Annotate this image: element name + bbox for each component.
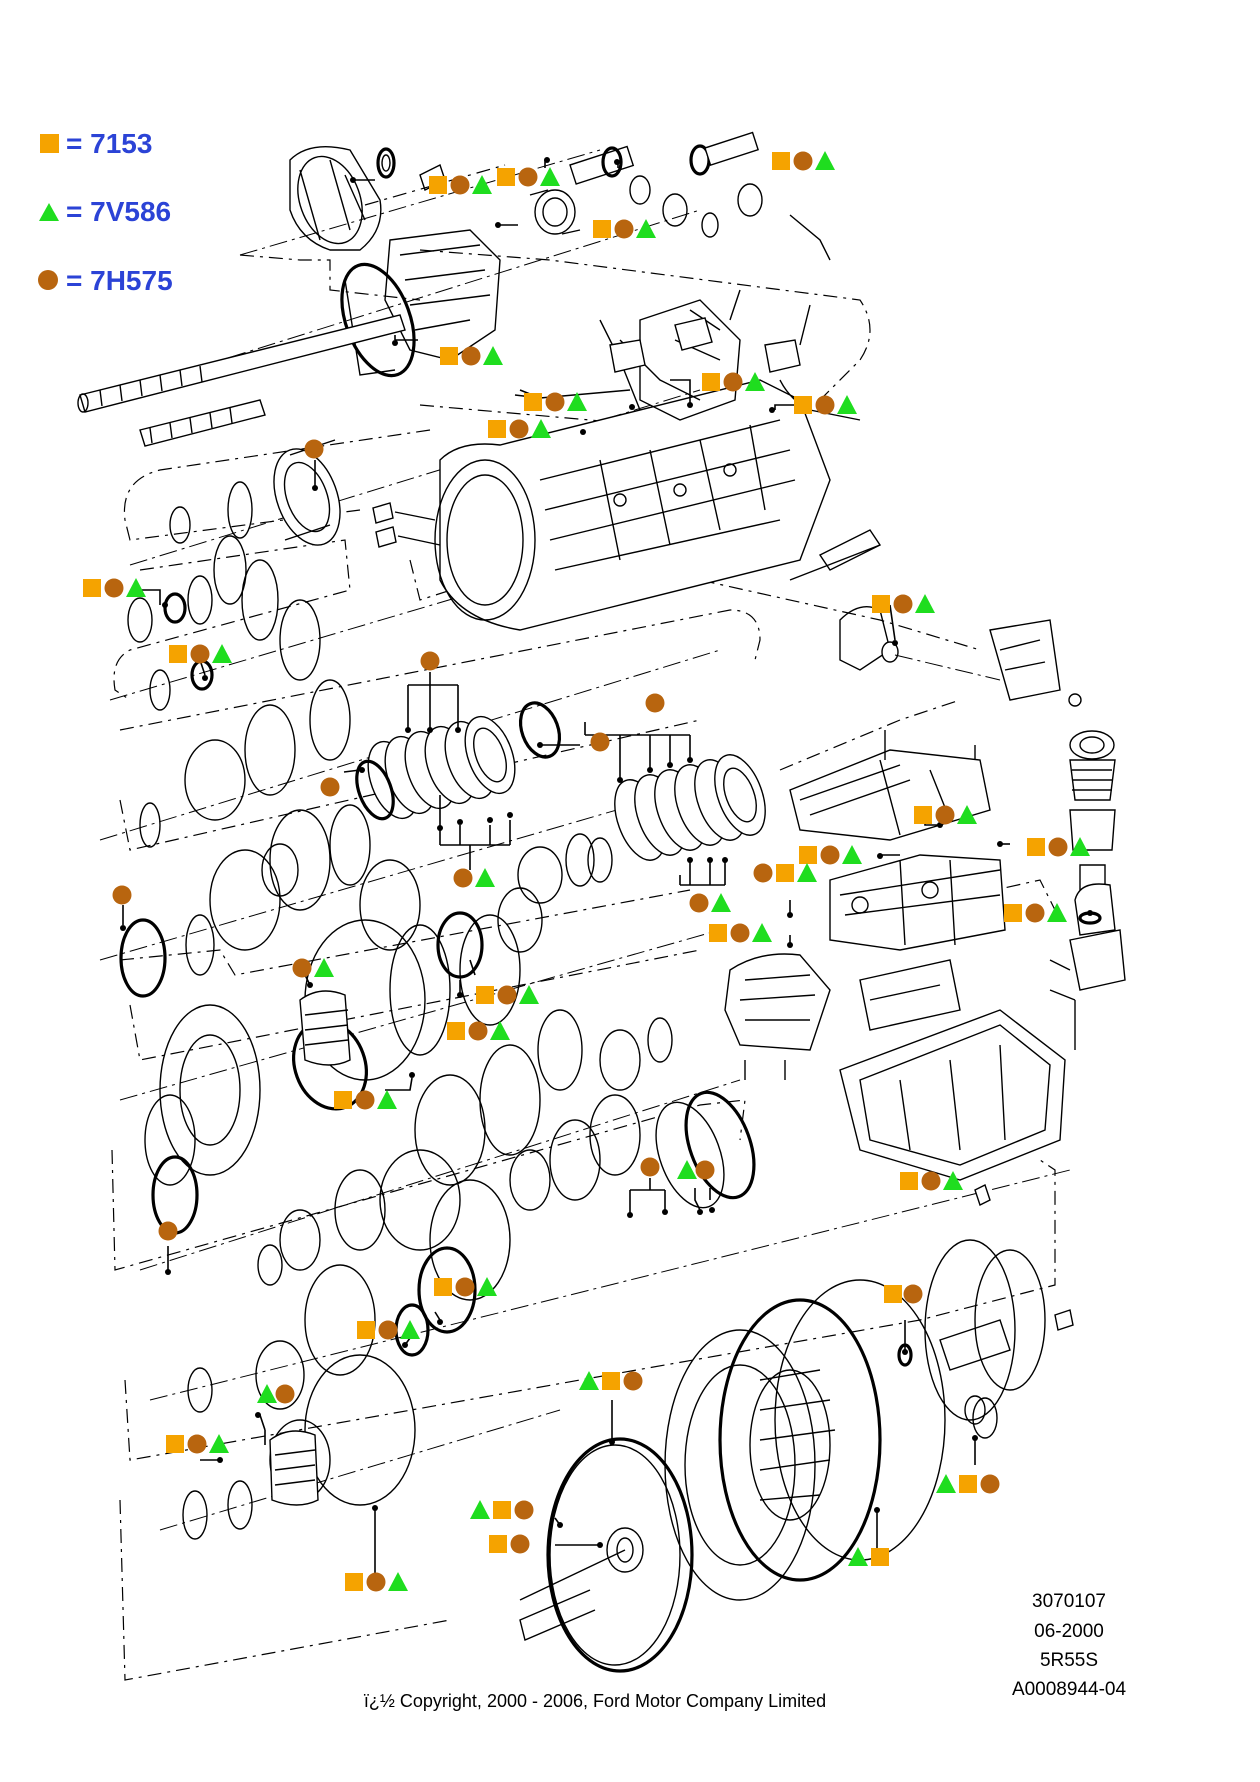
callout-seal-ring-b xyxy=(447,1021,510,1041)
callout-top-seal-a xyxy=(497,167,560,187)
callout-seal-ring-a xyxy=(476,985,539,1005)
reference-line-1: 3070107 xyxy=(1032,1591,1106,1612)
callout-oring-b xyxy=(709,923,772,943)
callout-sensor-c xyxy=(702,372,765,392)
callout-band-strut-lower xyxy=(166,1434,229,1454)
callout-clutch-a-bottom xyxy=(453,868,495,888)
top-seals xyxy=(529,131,831,261)
callout-case-gasket xyxy=(440,346,503,366)
circle-symbol xyxy=(38,270,58,290)
selector-linkage xyxy=(789,529,1082,707)
callout-drain-plug xyxy=(900,1171,963,1191)
callout-anchor-bolt xyxy=(345,1572,408,1592)
legend-item-7v586: = 7V586 xyxy=(39,196,171,227)
servo-spring-assembly xyxy=(1049,730,1126,1050)
oil-pan xyxy=(839,1009,1066,1206)
square-symbol xyxy=(40,134,59,153)
callout-ring-gear xyxy=(158,1221,178,1241)
callout-pump-bushing xyxy=(884,1284,923,1304)
pump-housing-rear xyxy=(897,1239,1074,1439)
callout-valve-body-right xyxy=(1027,837,1090,857)
clutch-pack-direct xyxy=(614,754,766,861)
callout-snap-ring-b xyxy=(169,644,232,664)
callout-oring-a xyxy=(753,863,817,883)
torque-converter xyxy=(519,1437,694,1673)
legend-item-7h575: = 7H575 xyxy=(38,265,173,296)
callout-converter-hub xyxy=(489,1534,530,1554)
callout-sensor-b xyxy=(488,419,551,439)
reference-line-3: 5R55S xyxy=(1040,1650,1098,1671)
reference-block: 3070107 06-2000 5R55S A0008944-04 xyxy=(1012,1591,1127,1700)
callout-pressure-plate xyxy=(590,732,610,752)
front-pump xyxy=(664,1279,946,1601)
callout-sensor-d xyxy=(794,395,857,415)
legend-label-7h575: = 7H575 xyxy=(66,265,173,296)
callout-seal-ring-c xyxy=(434,1277,497,1297)
callout-clutch-a-left xyxy=(320,777,340,797)
legend: = 7153 = 7V586 = 7H575 xyxy=(38,128,173,296)
callout-output-drum xyxy=(304,439,324,459)
callout-valve-body-mid xyxy=(799,845,862,865)
brake-bands xyxy=(269,990,351,1506)
copyright-notice: ï¿½ Copyright, 2000 - 2006, Ford Motor C… xyxy=(364,1691,826,1711)
callout-converter-ring xyxy=(470,1500,534,1520)
legend-item-7153: = 7153 xyxy=(40,128,152,159)
callout-reaction-plate xyxy=(112,885,132,905)
center-drums xyxy=(151,833,756,1540)
valve-body-lower xyxy=(829,854,1006,951)
callout-servo xyxy=(1004,903,1067,923)
callout-clutch-b-bottom xyxy=(689,893,731,913)
case-plugs xyxy=(372,502,441,548)
reference-line-2: 06-2000 xyxy=(1034,1621,1104,1642)
callout-clutch-a-top xyxy=(420,651,440,671)
clutch-pack-forward xyxy=(355,701,562,821)
transmission-main-case xyxy=(434,299,831,631)
triangle-symbol xyxy=(39,203,59,221)
legend-label-7153: = 7153 xyxy=(66,128,152,159)
callout-converter-bolt xyxy=(579,1371,643,1391)
oil-filter-gasket xyxy=(859,959,961,1031)
callout-band-strut xyxy=(334,1090,397,1110)
reference-line-4: A0008944-04 xyxy=(1012,1679,1127,1700)
legend-label-7v586: = 7V586 xyxy=(66,196,171,227)
transmission-case-front xyxy=(340,229,501,378)
wiring-harness xyxy=(599,289,861,421)
callout-bushing xyxy=(593,219,656,239)
callout-selector-seal xyxy=(872,594,935,614)
callout-clutch-b-top xyxy=(645,693,665,713)
valve-body-plate xyxy=(724,953,831,1080)
callout-valve-body-upper xyxy=(914,805,977,825)
output-shaft xyxy=(77,314,406,447)
callout-sensor-a xyxy=(524,392,587,412)
callout-pump-seal xyxy=(936,1474,1000,1494)
callout-clutch-c-top xyxy=(640,1157,660,1177)
callout-seal-ring-d xyxy=(357,1320,420,1340)
callout-band-b xyxy=(257,1384,295,1404)
callout-extension-seal xyxy=(429,175,492,195)
callout-snap-ring-a xyxy=(83,578,146,598)
callout-leaders xyxy=(120,157,1093,1580)
callout-top-seal-b xyxy=(772,151,835,171)
callout-pump-gasket xyxy=(848,1547,889,1566)
